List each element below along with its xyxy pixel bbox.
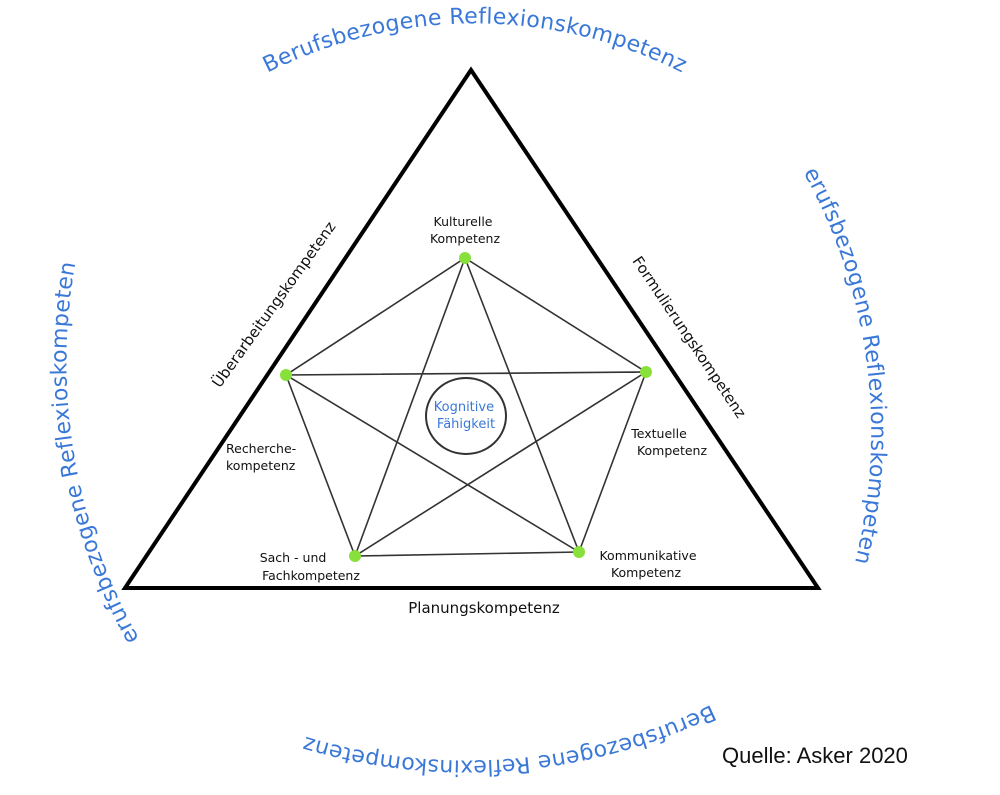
star-outline: [283, 255, 649, 558]
node-dot-left: [280, 369, 292, 381]
pentagon-star-lines: [283, 255, 649, 558]
node-label-bottom-left: Sach - und Fachkompetenz: [260, 550, 361, 583]
svg-text:Kognitive Fähigkeit: Kognitive Fähigkeit: [434, 400, 498, 432]
ring-label-bottom: Berufsbezogene Reflexinskompetenz: [300, 699, 719, 779]
node-dot-top: [459, 252, 471, 264]
node-label-right-inner: Textuelle Kompetenz: [630, 426, 707, 458]
node-label-top: Kulturelle Kompetenz: [430, 214, 501, 246]
center-label-line2: Fähigkeit: [437, 417, 495, 432]
outer-triangle: [121, 66, 822, 590]
node-label-bottom-right: Kommunikative Kompetenz: [599, 548, 700, 580]
center-circle: [425, 377, 507, 455]
source-caption: Quelle: Asker 2020: [722, 743, 908, 768]
node-dot-bottom-right: [573, 546, 585, 558]
ring-label-right: Berufsbezogene Reflexionskompetenz: [0, 0, 890, 567]
side-label-bottom: Planungskompetenz: [408, 599, 560, 617]
node-dot-bottom-left: [349, 550, 361, 562]
pentagon-outline: [285, 257, 647, 557]
ring-label-left: Berufsbezogene Reflexioskompetenz: [0, 0, 145, 648]
center-label-line1: Kognitive: [434, 400, 494, 415]
node-dot-right: [640, 366, 652, 378]
node-dots: [280, 252, 652, 562]
node-label-left-inner: Recherche- kompetenz: [226, 441, 300, 473]
ring-label-top: Berufsbezogene Reflexionskompetenz: [259, 4, 691, 78]
